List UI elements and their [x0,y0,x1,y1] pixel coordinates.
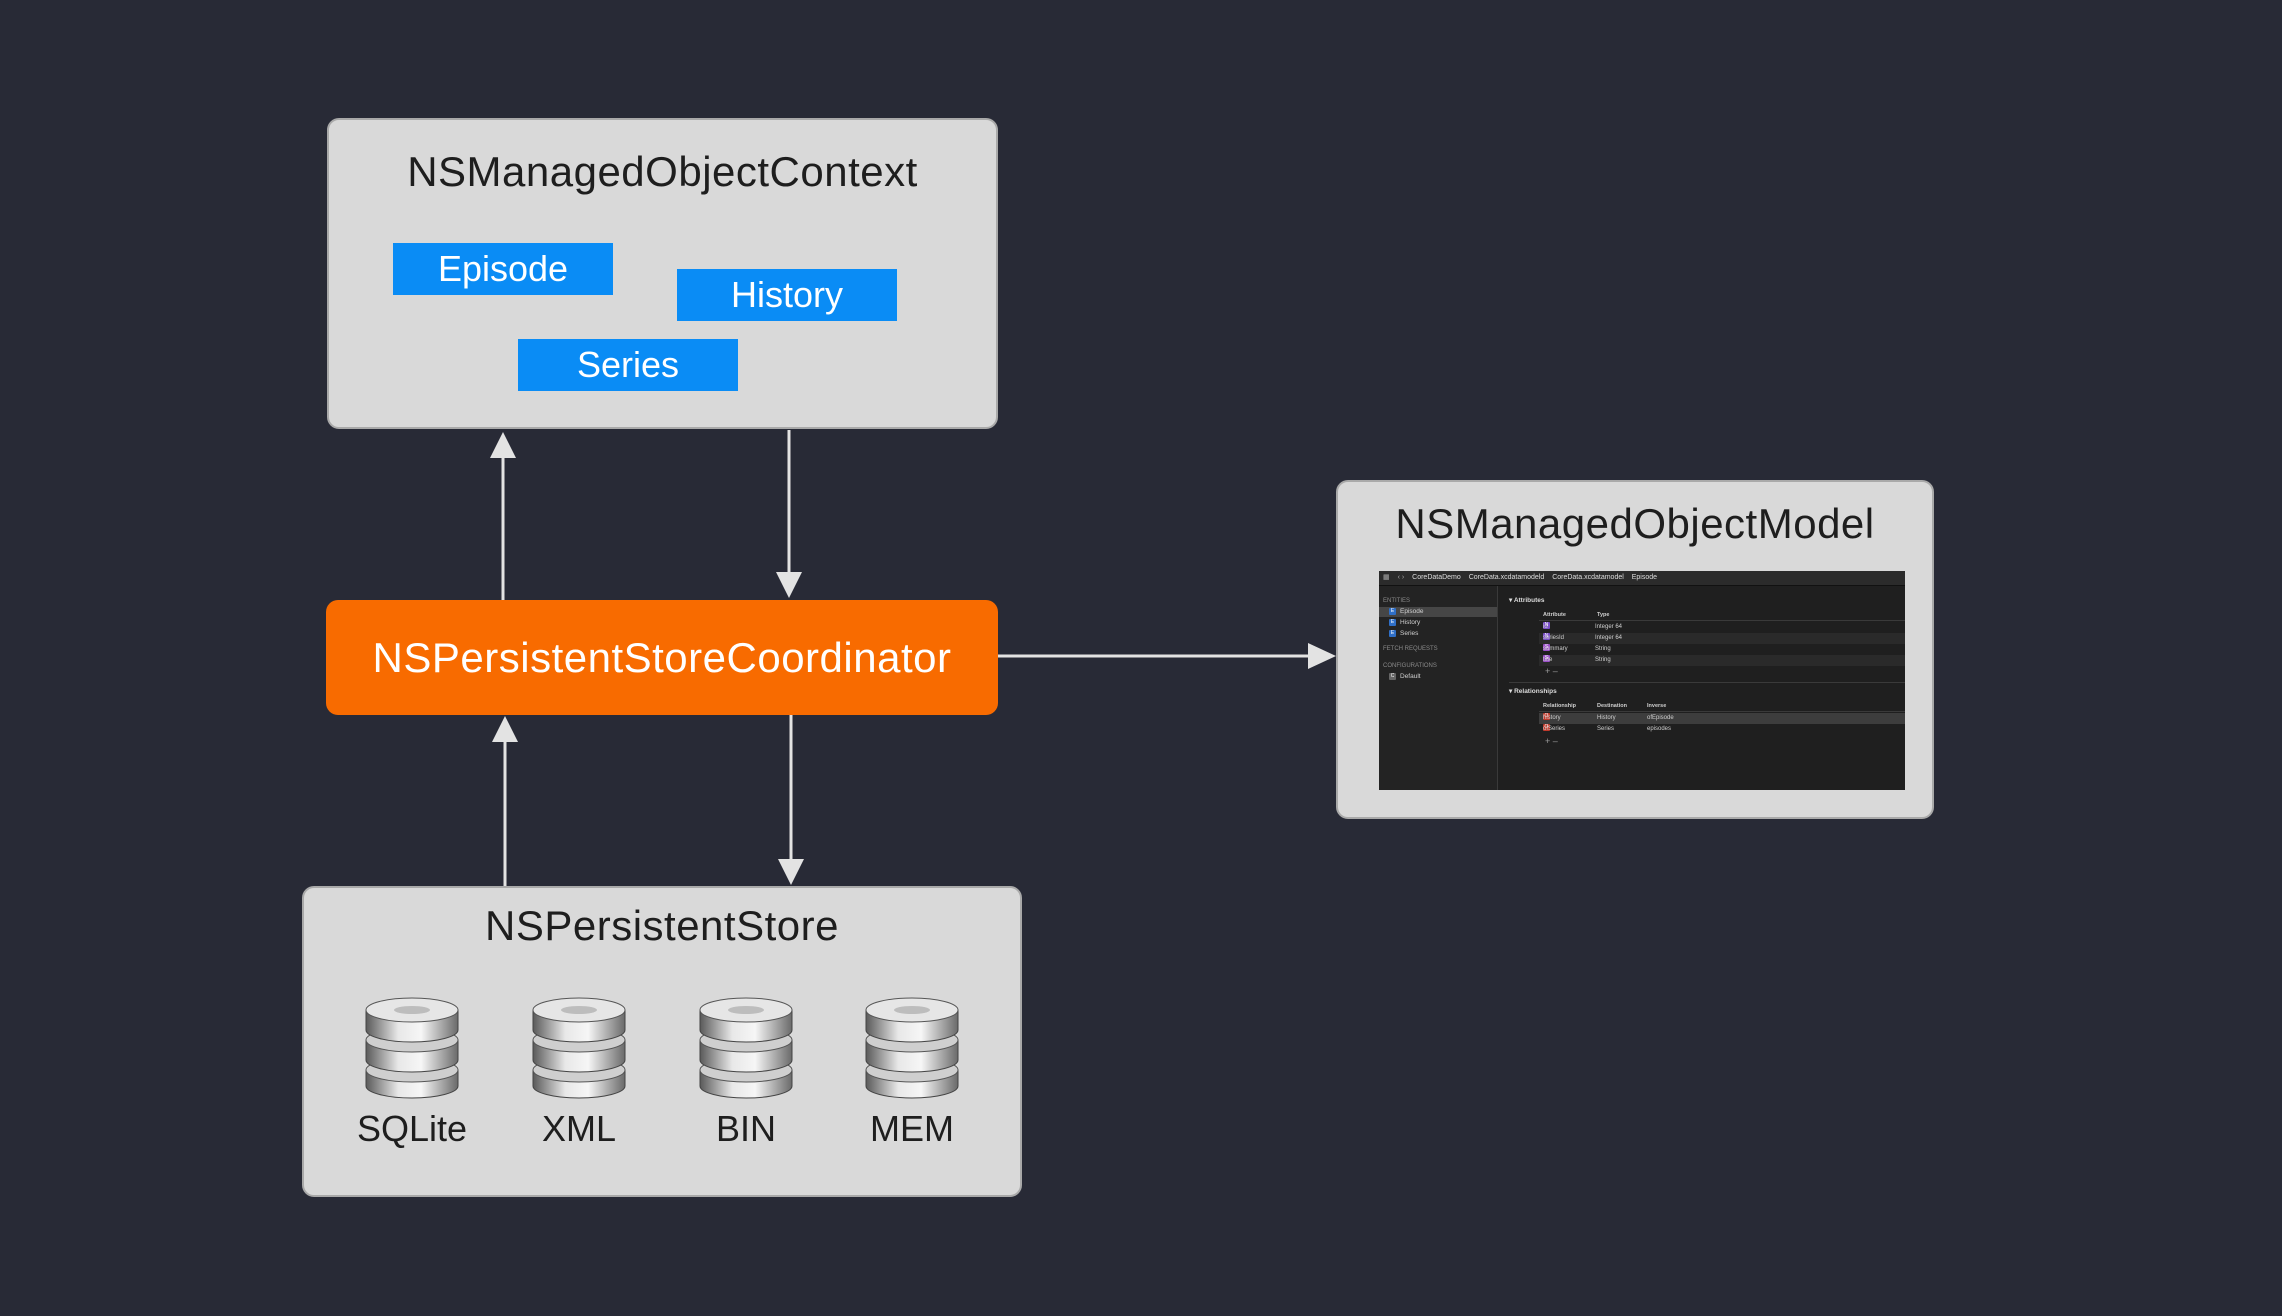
remove-icon: – [1552,666,1558,676]
relationship-destination: History [1597,715,1616,721]
database-icon [532,997,626,1099]
attributes-header: ▾ Attributes [1509,597,1545,604]
section-divider [1509,682,1905,683]
relationship-badge-icon: O [1543,713,1550,720]
sidebar-configuration-label: Default [1400,673,1421,680]
store-type-mem: MEM [837,990,987,1150]
grid-icon: ▦ [1383,574,1390,581]
attribute-type: Integer 64 [1595,635,1623,641]
database-icon [865,997,959,1099]
attribute-name: summary [1543,646,1568,652]
destination-column-header: Destination [1597,703,1627,709]
context-title: NSManagedObjectContext [407,148,918,195]
store-title: NSPersistentStore [485,902,839,949]
entity-episode: Episode [393,243,613,295]
sidebar-entity-series: E Series [1379,629,1497,639]
string-badge-icon: S [1543,655,1550,662]
sidebar-entity-label: History [1400,619,1421,626]
entity-badge-icon: E [1389,607,1396,615]
breadcrumb-project: CoreDataDemo [1412,574,1461,581]
entity-series: Series [518,339,738,391]
relationships-header-label: Relationships [1514,688,1557,695]
attribute-name: id [1543,624,1548,630]
store-label-bin: BIN [715,1108,776,1149]
relationship-badge-icon: O [1543,724,1550,731]
store-label-xml: XML [541,1108,617,1149]
attributes-header-label: Attributes [1513,597,1545,604]
configurations-section-label: CONFIGURATIONS [1383,663,1437,669]
arrowhead-up-coordinator [492,716,518,742]
relationship-inverse: episodes [1647,726,1672,732]
sidebar-configuration-default: C Default [1379,672,1497,682]
attribute-type: Integer 64 [1595,624,1623,630]
back-forward-icon: ‹ › [1397,574,1405,581]
model-title: NSManagedObjectModel [1395,500,1875,547]
xcode-jump-bar: ▦ ‹ › CoreDataDemo CoreData.xcdatamodeld… [1379,571,1905,586]
store-label-mem: MEM [870,1108,954,1149]
add-remove-attribute-icons: + – [1545,666,1558,676]
relationship-column-header: Relationship [1543,703,1577,709]
attribute-column-header: Attribute [1543,612,1566,618]
persistent-store-box: NSPersistentStore SQLite [302,886,1022,1197]
entity-badge-icon: E [1389,629,1396,637]
relationship-name: ofSeries [1543,726,1566,732]
arrowhead-right-model [1308,643,1336,669]
store-type-bin: BIN [671,990,821,1150]
table-divider [1539,620,1905,621]
store-type-sqlite: SQLite [337,990,487,1150]
add-icon: + [1545,736,1551,746]
attribute-type: String [1595,646,1611,652]
fetch-requests-section-label: FETCH REQUESTS [1383,646,1438,652]
number-badge-icon: N [1543,633,1550,640]
sidebar-entity-label: Series [1400,630,1419,637]
table-divider [1539,711,1905,712]
arrowhead-down-store [778,859,804,885]
store-label-sqlite: SQLite [356,1108,468,1149]
number-badge-icon: N [1543,622,1550,629]
entity-badge-icon: E [1389,618,1396,626]
add-icon: + [1545,666,1551,676]
attribute-name: title [1543,657,1553,663]
store-type-xml: XML [504,990,654,1150]
arrowhead-up-context [490,432,516,458]
entities-section-label: ENTITIES [1383,598,1411,604]
sidebar-entity-episode: E Episode [1379,607,1497,617]
inverse-column-header: Inverse [1647,703,1667,709]
relationship-destination: Series [1597,726,1615,732]
breadcrumb-entity: Episode [1631,574,1658,581]
relationship-name: history [1543,715,1561,721]
type-column-header: Type [1597,612,1610,618]
xcode-model-editor-screenshot: ▦ ‹ › CoreDataDemo CoreData.xcdatamodeld… [1379,571,1905,790]
attribute-type: String [1595,657,1611,663]
relationships-header: ▾ Relationships [1509,688,1557,695]
database-icon [699,997,793,1099]
breadcrumb-model-bundle: CoreData.xcdatamodeld [1468,574,1545,581]
attribute-name: seriesId [1543,635,1565,641]
sidebar-entity-history: E History [1379,618,1497,628]
xcode-entity-sidebar: ENTITIES E Episode E History E Series FETCH… [1379,586,1498,790]
configuration-badge-icon: C [1389,672,1396,680]
managed-object-context-box: NSManagedObjectContext Episode History S… [327,118,998,429]
database-icon [365,997,459,1099]
string-badge-icon: S [1543,644,1550,651]
add-remove-relationship-icons: + – [1545,736,1558,746]
sidebar-entity-label: Episode [1400,608,1424,615]
relationship-inverse: ofEpisode [1647,715,1674,721]
entity-history: History [677,269,897,321]
persistent-store-coordinator: NSPersistentStoreCoordinator [326,600,998,715]
remove-icon: – [1552,736,1558,746]
arrowhead-down-coordinator [776,572,802,598]
breadcrumb-model: CoreData.xcdatamodel [1552,574,1624,581]
